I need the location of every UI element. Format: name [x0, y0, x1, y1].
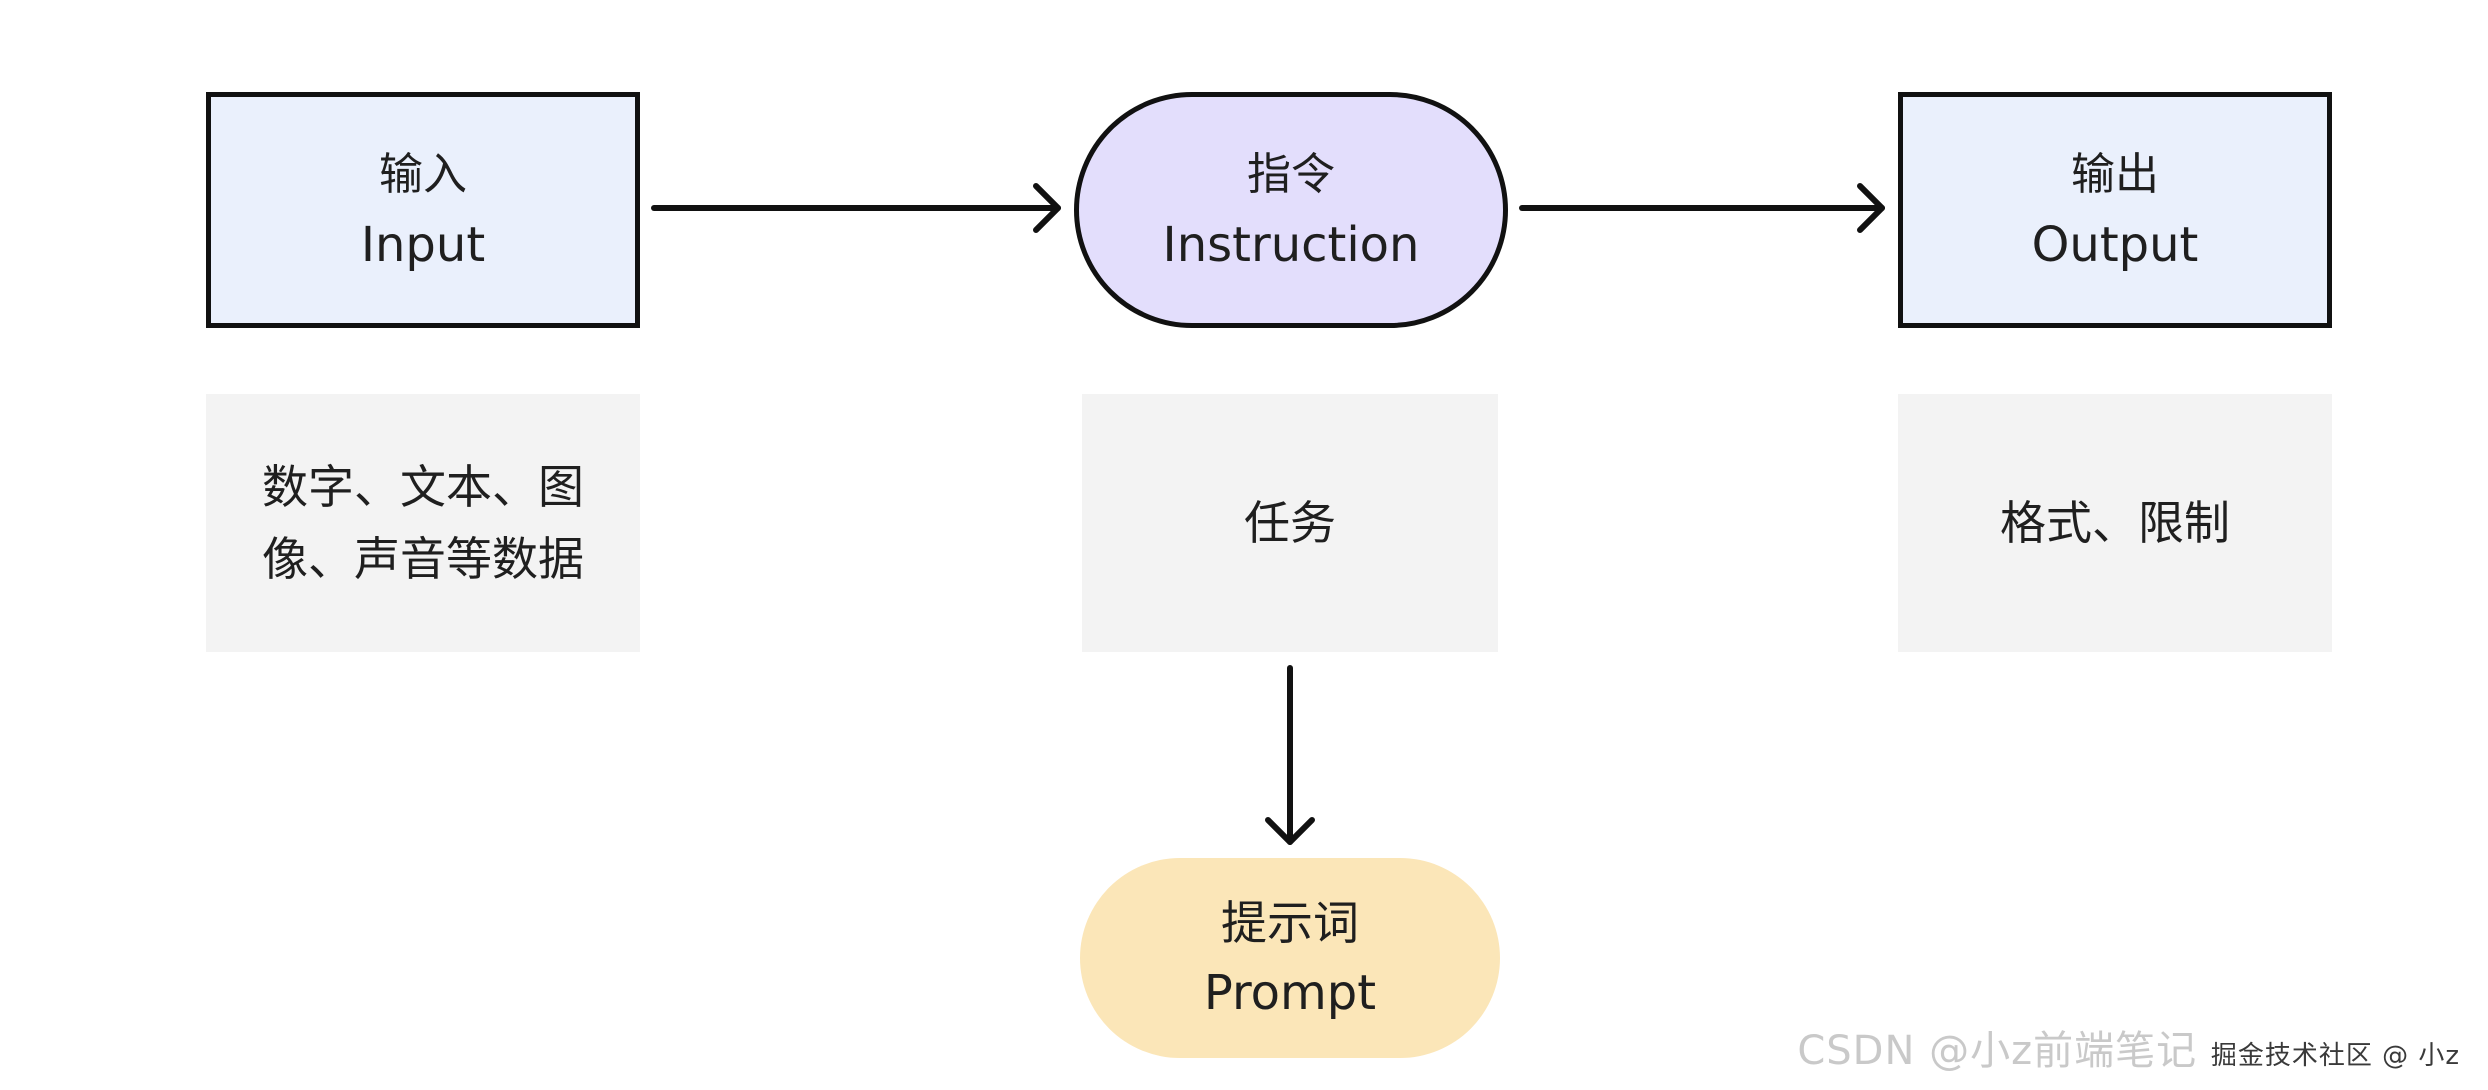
watermark: CSDN @小z前端笔记 掘金技术社区 @ 小z [1797, 1018, 2460, 1076]
input-node: 输入 Input [206, 92, 640, 328]
instruction-note: 任务 [1082, 394, 1498, 652]
arrowhead-input-to-instruction [1033, 183, 1061, 233]
instruction-node-en-label: Instruction [1162, 217, 1420, 273]
arrowhead-instruction-to-output [1857, 183, 1885, 233]
prompt-node-zh-label: 提示词 [1221, 896, 1359, 950]
watermark-text: CSDN @小z前端笔记 [1797, 1028, 2198, 1074]
input-note-text: 数字、文本、图像、声音等数据 [262, 460, 584, 586]
input-note: 数字、文本、图像、声音等数据 [206, 394, 640, 652]
output-node: 输出 Output [1898, 92, 2332, 328]
output-note-text: 格式、限制 [2000, 496, 2230, 550]
input-node-zh-label: 输入 [379, 149, 467, 200]
instruction-node: 指令 Instruction [1074, 92, 1508, 328]
instruction-node-zh-label: 指令 [1247, 149, 1335, 200]
output-note: 格式、限制 [1898, 394, 2332, 652]
prompt-node-en-label: Prompt [1203, 965, 1377, 1021]
watermark-overlay: 掘金技术社区 @ 小z [2210, 1041, 2460, 1071]
output-node-en-label: Output [2031, 217, 2199, 273]
output-node-zh-label: 输出 [2071, 149, 2159, 200]
instruction-note-text: 任务 [1244, 496, 1336, 550]
input-node-en-label: Input [360, 217, 486, 273]
prompt-node: 提示词 Prompt [1080, 858, 1500, 1058]
arrowhead-instruction-to-prompt [1265, 817, 1315, 845]
